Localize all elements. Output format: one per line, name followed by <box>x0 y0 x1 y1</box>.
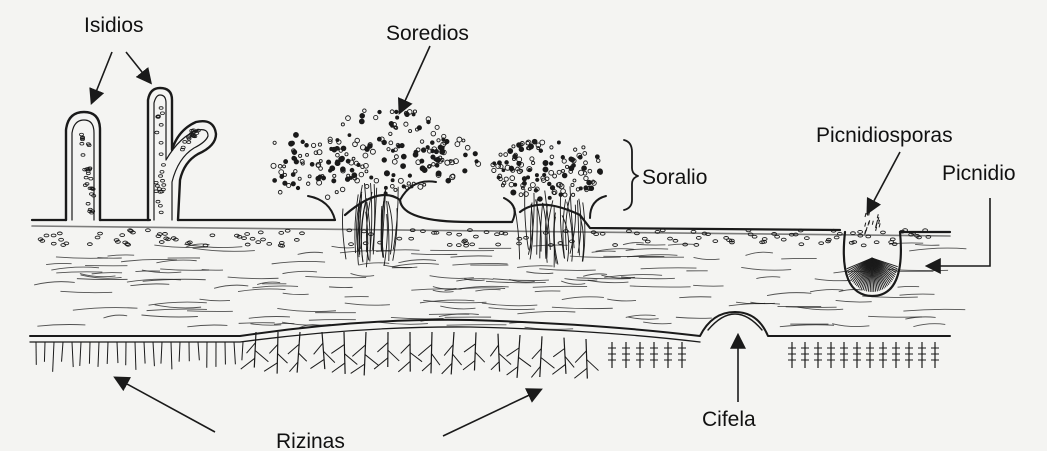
soredia-cluster <box>271 109 602 201</box>
label-picnidiosporas: Picnidiosporas <box>816 124 953 147</box>
label-isidios: Isidios <box>84 14 144 37</box>
label-soredios: Soredios <box>386 22 469 45</box>
label-rizinas: Rizinas <box>276 430 345 451</box>
soralium-bracket <box>624 140 638 210</box>
medulla-hyphae <box>34 243 966 330</box>
isidium-left <box>66 112 100 220</box>
isidia-algae <box>79 107 200 214</box>
label-soralio: Soralio <box>642 166 707 189</box>
label-picnidio: Picnidio <box>942 162 1016 185</box>
rhizines <box>36 332 939 379</box>
algal-layer <box>38 229 931 247</box>
label-cifela: Cifela <box>702 408 756 431</box>
pycnidiospores <box>865 211 881 234</box>
upper-cortex <box>32 195 950 232</box>
